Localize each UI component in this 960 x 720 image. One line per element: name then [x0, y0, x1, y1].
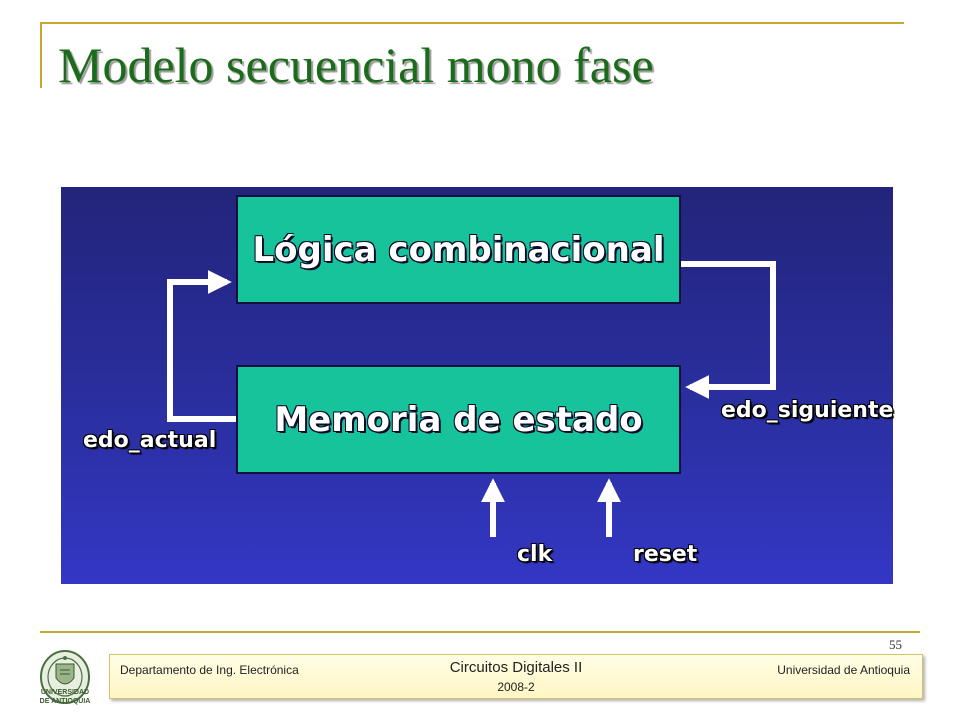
page-number: 55	[889, 637, 902, 652]
edo-siguiente-label: edo_siguiente	[721, 398, 894, 423]
footer-semester: 2008-2	[497, 680, 535, 694]
footer-university: Universidad de Antioquia	[777, 663, 910, 677]
combinational-logic-block: Lógica combinacional	[236, 195, 681, 304]
logo-text-line1: UNIVERSIDAD	[40, 689, 90, 696]
edo-siguiente-wire	[681, 261, 776, 399]
bottom-rule	[40, 631, 920, 633]
reset-label: reset	[633, 542, 698, 567]
slide-title: Modelo secuencial mono fase	[58, 37, 654, 93]
clk-label: clk	[517, 542, 553, 567]
state-memory-label: Memoria de estado	[274, 399, 643, 440]
diagram-panel: Lógica combinacional Memoria de estado e…	[61, 187, 893, 584]
edo-actual-wire	[167, 270, 236, 422]
state-memory-block: Memoria de estado	[236, 365, 681, 474]
footer-banner: Departamento de Ing. Electrónica Circuit…	[109, 654, 923, 699]
combinational-logic-label: Lógica combinacional	[252, 229, 665, 270]
left-rule	[40, 22, 42, 88]
diagram-connections	[167, 261, 776, 537]
university-seal-icon	[40, 650, 90, 704]
top-rule	[40, 22, 904, 24]
logo-text-line2: DE ANTIOQUIA	[39, 698, 91, 705]
edo-actual-label: edo_actual	[83, 428, 217, 453]
footer-course: Circuitos Digitales II	[449, 659, 583, 676]
footer-department: Departamento de Ing. Electrónica	[120, 663, 299, 677]
